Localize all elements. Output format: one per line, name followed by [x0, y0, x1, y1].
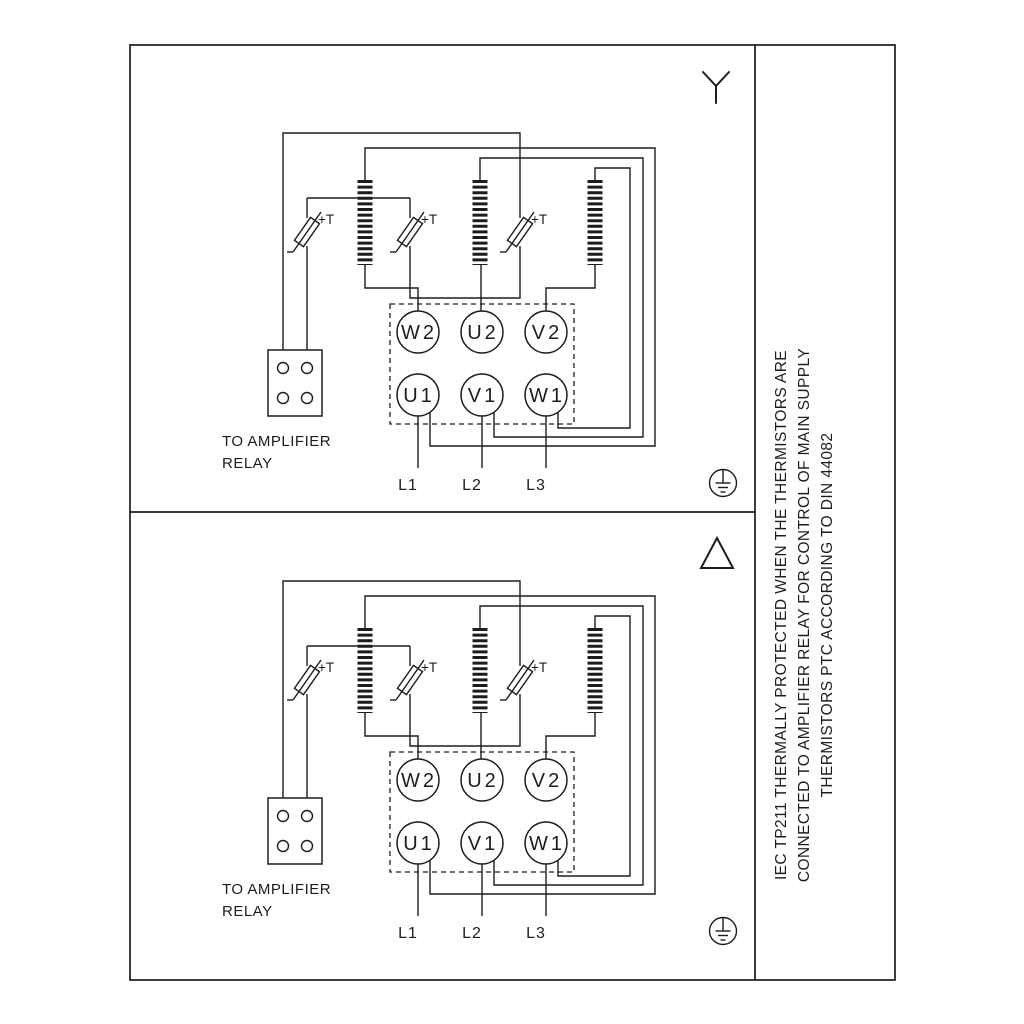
- supply-label-l3: L3: [526, 925, 546, 942]
- relay-terminal: [300, 809, 314, 823]
- thermistor-label: +T: [531, 212, 547, 227]
- wire: [364, 713, 419, 759]
- terminal-w1: [524, 373, 568, 417]
- terminal-label-u1: U1: [403, 385, 435, 407]
- relay-box: [267, 797, 323, 865]
- sidebar-note: IEC TP211 THERMALLY PROTECTED WHEN THE T…: [773, 348, 836, 882]
- terminal-board-outline: [389, 751, 575, 873]
- wire: [479, 605, 644, 886]
- thermistor-1: +T: [287, 198, 334, 266]
- relay-caption-line1: TO AMPLIFIER: [222, 433, 331, 450]
- star-connection-icon: [702, 71, 730, 104]
- relay-terminal: [300, 391, 314, 405]
- earth-ground-icon: [708, 468, 738, 498]
- terminal-v2: [524, 310, 568, 354]
- relay-box: [267, 349, 323, 417]
- relay-caption-line1: TO AMPLIFIER: [222, 881, 331, 898]
- supply-label-l1: L1: [398, 925, 418, 942]
- terminal-label-w1: W1: [529, 385, 565, 407]
- panel-delta-graphics: +T +T +T TO AMPLIFIER: [222, 580, 738, 946]
- thermistor-label: +T: [421, 660, 437, 675]
- terminal-board-outline: [389, 303, 575, 425]
- wiring: [282, 580, 656, 916]
- panel-star-graphics: +T +T +T TO AMPLIFIER: [222, 132, 738, 498]
- terminal-label-u2: U2: [467, 322, 499, 344]
- terminal-u1: [396, 821, 440, 865]
- thermistor-2: +T: [390, 198, 437, 266]
- terminal-u2: [460, 310, 504, 354]
- wire: [557, 167, 631, 429]
- wire: [364, 265, 419, 311]
- terminal-w2: [396, 310, 440, 354]
- terminal-u1: [396, 373, 440, 417]
- sidebar-note-line1: IEC TP211 THERMALLY PROTECTED WHEN THE T…: [773, 350, 790, 880]
- wire: [409, 266, 521, 299]
- supply-label-l2: L2: [462, 925, 482, 942]
- wire: [545, 265, 596, 311]
- amplifier-relay-box: [267, 797, 323, 865]
- motor-windings: [357, 180, 603, 265]
- wire: [479, 157, 644, 438]
- supply-label-l1: L1: [398, 477, 418, 494]
- terminal-w2: [396, 758, 440, 802]
- thermistor-label: +T: [318, 660, 334, 675]
- wire: [557, 615, 631, 877]
- terminal-label-v1: V1: [468, 833, 498, 855]
- thermistor-3: +T: [500, 646, 547, 714]
- thermistor-label: +T: [421, 212, 437, 227]
- relay-terminal: [276, 391, 290, 405]
- relay-terminal: [276, 839, 290, 853]
- relay-caption-line2: RELAY: [222, 903, 273, 920]
- terminal-label-u1: U1: [403, 833, 435, 855]
- terminal-label-w1: W1: [529, 833, 565, 855]
- terminal-label-v1: V1: [468, 385, 498, 407]
- thermistor-3: +T: [500, 198, 547, 266]
- delta-connection-icon: [699, 535, 735, 569]
- terminal-label-v2: V2: [532, 770, 562, 792]
- supply-label-l3: L3: [526, 477, 546, 494]
- wire: [364, 595, 656, 895]
- relay-caption-line2: RELAY: [222, 455, 273, 472]
- thermistor-1: +T: [287, 646, 334, 714]
- terminal-u2: [460, 758, 504, 802]
- wire: [545, 713, 596, 759]
- relay-terminal: [276, 361, 290, 375]
- earth-ground-icon: [708, 916, 738, 946]
- amplifier-relay-box: [267, 349, 323, 417]
- terminal-label-w2: W2: [401, 770, 437, 792]
- wiring: [282, 132, 656, 468]
- relay-terminal: [276, 809, 290, 823]
- supply-label-l2: L2: [462, 477, 482, 494]
- wire: [282, 132, 521, 350]
- thermistor-label: +T: [531, 660, 547, 675]
- sidebar-note-line3: THERMISTORS PTC ACCORDING TO DIN 44082: [819, 433, 836, 798]
- thermistor-label: +T: [318, 212, 334, 227]
- wire: [364, 147, 656, 447]
- terminal-v1: [460, 373, 504, 417]
- terminal-label-w2: W2: [401, 322, 437, 344]
- terminal-label-u2: U2: [467, 770, 499, 792]
- terminal-v2: [524, 758, 568, 802]
- thermistor-2: +T: [390, 646, 437, 714]
- terminal-label-v2: V2: [532, 322, 562, 344]
- relay-terminal: [300, 839, 314, 853]
- relay-terminal: [300, 361, 314, 375]
- wire: [282, 580, 521, 798]
- terminal-board: W2 U2 V2 U1 V1 W1: [389, 303, 575, 425]
- wire: [409, 714, 521, 747]
- terminal-board: W2 U2 V2 U1 V1 W1: [389, 751, 575, 873]
- sidebar-note-line2: CONNECTED TO AMPLIFIER RELAY FOR CONTROL…: [796, 348, 813, 882]
- motor-windings: [357, 628, 603, 713]
- terminal-w1: [524, 821, 568, 865]
- terminal-v1: [460, 821, 504, 865]
